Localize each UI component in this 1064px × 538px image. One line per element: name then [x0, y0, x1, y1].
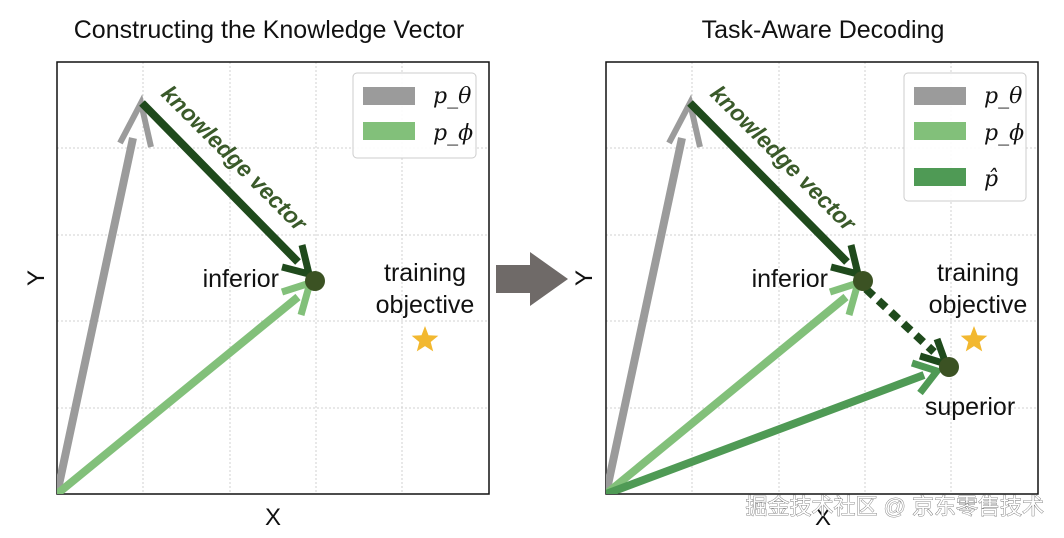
left-inferior-point	[305, 271, 325, 291]
left-panel: Constructing the Knowledge Vector	[23, 16, 490, 531]
right-legend-p-phi: p_ϕ	[984, 121, 1024, 146]
left-x-axis-label: X	[265, 504, 281, 531]
right-y-axis-label: Y	[571, 270, 598, 286]
right-training-label-line2: objective	[929, 291, 1028, 319]
right-panel-title: Task-Aware Decoding	[702, 16, 945, 44]
left-legend-swatch-p-phi	[363, 122, 415, 140]
left-panel-title: Constructing the Knowledge Vector	[74, 16, 465, 44]
left-y-axis-label: Y	[23, 270, 50, 286]
left-training-label-line2: objective	[376, 291, 475, 319]
right-p-hat-arrow	[606, 359, 943, 494]
right-legend-swatch-p-phi	[914, 122, 966, 140]
left-plot-frame	[56, 61, 490, 495]
right-superior-point	[939, 357, 959, 377]
left-legend-p-phi: p_ϕ	[433, 121, 473, 146]
star-icon	[960, 326, 988, 352]
right-legend: p_θ p_ϕ p̂	[903, 72, 1027, 202]
left-knowledge-vector-label: knowledge vector	[156, 80, 313, 237]
right-legend-swatch-p-theta	[914, 87, 966, 105]
right-plot-frame	[605, 61, 1039, 495]
watermark: 掘金技术社区 @ 京东零售技术	[745, 494, 1044, 519]
left-inferior-label: inferior	[203, 265, 279, 293]
right-arrow-icon	[496, 252, 568, 306]
left-legend: p_θ p_ϕ	[352, 72, 477, 159]
right-p-theta-arrow	[606, 94, 703, 494]
right-inferior-label: inferior	[752, 265, 828, 293]
left-training-label-line1: training	[384, 259, 466, 287]
right-legend-p-theta: p_θ	[984, 84, 1022, 109]
star-icon	[411, 326, 439, 352]
right-legend-p-hat: p̂	[984, 167, 998, 192]
right-x-axis-label: X	[815, 504, 831, 531]
right-knowledge-vector-label: knowledge vector	[705, 80, 862, 237]
left-p-theta-arrow	[57, 94, 154, 494]
right-inferior-point	[853, 271, 873, 291]
right-panel: Task-Aware Decoding	[571, 16, 1039, 531]
left-legend-p-theta: p_θ	[433, 84, 471, 109]
right-legend-swatch-p-hat	[914, 168, 966, 186]
right-training-label-line1: training	[937, 259, 1019, 287]
left-legend-swatch-p-theta	[363, 87, 415, 105]
right-superior-label: superior	[925, 393, 1015, 421]
